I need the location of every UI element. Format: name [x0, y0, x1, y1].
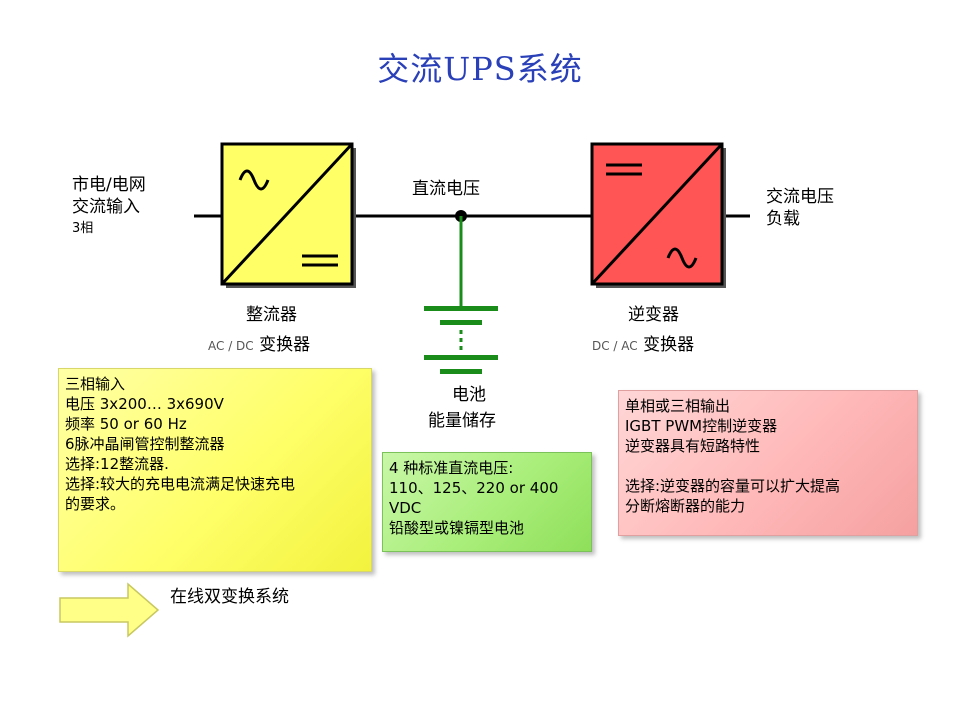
note-line: IGBT PWM控制逆变器 [625, 417, 778, 435]
input-label: 市电/电网 交流输入 3相 [72, 174, 146, 240]
rectifier-notes-box: 三相输入 电压 3x200… 3x690V 频率 50 or 60 Hz 6脉冲… [58, 368, 372, 572]
note-line: 电压 3x200… 3x690V [65, 395, 224, 413]
note-line: 选择:逆变器的容量可以扩大提高 [625, 477, 841, 495]
battery-plate [440, 320, 482, 325]
note-line: 4 种标准直流电压: [389, 459, 514, 477]
note-line: 选择:12整流器. [65, 455, 169, 473]
note-line: VDC [389, 499, 422, 517]
note-spacer [625, 456, 911, 476]
output-label-line: 交流电压 [766, 187, 834, 207]
input-label-line: 市电/电网 [72, 175, 146, 195]
output-label: 交流电压 负载 [766, 186, 834, 230]
rectifier-type-small: AC / DC [208, 339, 254, 353]
input-phase: 3相 [72, 221, 94, 236]
battery-plate [424, 355, 498, 360]
arrow-label: 在线双变换系统 [170, 587, 289, 607]
battery-sub-label: 能量储存 [428, 411, 496, 431]
note-line: 的要求。 [65, 495, 126, 513]
note-line: 选择:较大的充电电流满足快速充电 [65, 475, 296, 493]
inverter-block [590, 142, 726, 288]
rectifier-name: 整流器 [246, 305, 297, 325]
note-line: 频率 50 or 60 Hz [65, 415, 187, 433]
output-label-line: 负载 [766, 209, 800, 229]
inverter-name: 逆变器 [628, 305, 679, 325]
sine-icon [666, 247, 698, 269]
battery-plate [424, 306, 498, 311]
note-line: 三相输入 [65, 375, 126, 393]
inverter-type: DC / AC 变换器 [592, 334, 694, 357]
rectifier-type-suffix: 变换器 [259, 335, 311, 355]
dc-voltage-label: 直流电压 [412, 179, 480, 199]
input-label-line: 交流输入 [72, 197, 140, 217]
battery-notes-box: 4 种标准直流电压: 110、125、220 or 400 VDC 铅酸型或镍镉… [382, 452, 592, 552]
battery-label: 电池 [452, 385, 486, 405]
note-line: 单相或三相输出 [625, 397, 731, 415]
rectifier-block [220, 142, 356, 288]
inverter-notes-box: 单相或三相输出 IGBT PWM控制逆变器 逆变器具有短路特性 选择:逆变器的容… [618, 390, 918, 536]
inverter-type-suffix: 变换器 [643, 335, 695, 355]
page-title: 交流UPS系统 [377, 50, 583, 88]
note-line: 铅酸型或镍镉型电池 [389, 519, 525, 537]
note-line: 逆变器具有短路特性 [625, 437, 761, 455]
note-line: 6脉冲晶闸管控制整流器 [65, 435, 225, 453]
rectifier-type: AC / DC 变换器 [208, 334, 310, 357]
sine-icon [238, 169, 270, 191]
note-line: 分断熔断器的能力 [625, 497, 746, 515]
arrow-right-icon [59, 582, 160, 638]
battery-plate [440, 369, 482, 374]
note-line: 110、125、220 or 400 [389, 479, 559, 497]
inverter-type-small: DC / AC [592, 339, 638, 353]
